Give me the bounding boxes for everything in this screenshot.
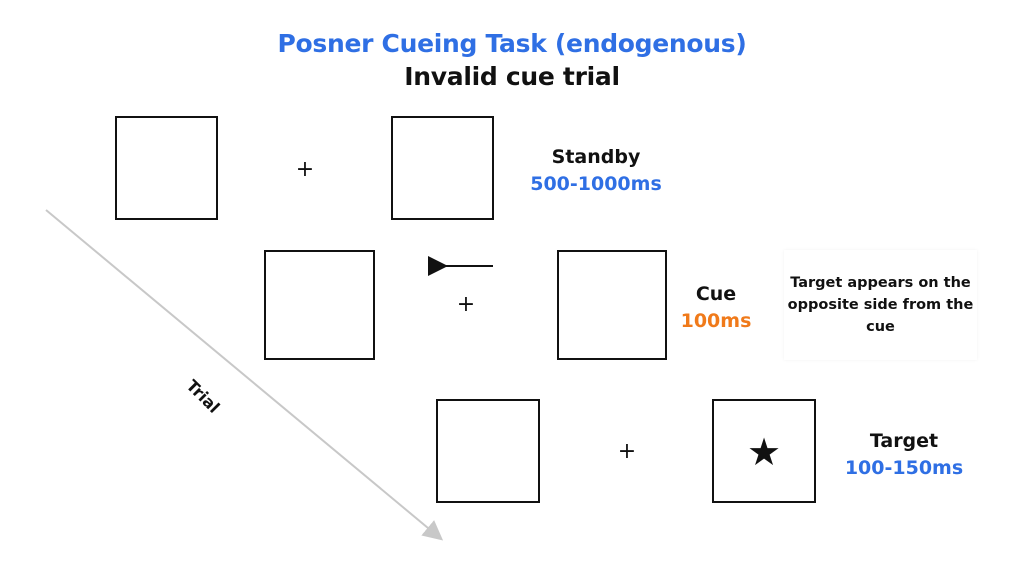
- invalid-cue-note: Target appears on the opposite side from…: [784, 250, 977, 360]
- stage-name: Cue: [695, 283, 737, 305]
- stage-duration: 100-150ms: [844, 457, 964, 479]
- plus-icon: +: [456, 292, 476, 317]
- standby-left-box: [115, 116, 218, 220]
- cue-stage-label: Cue 100ms: [666, 283, 766, 332]
- trial-axis-line: [45, 209, 444, 541]
- stage-name: Target: [869, 430, 939, 452]
- target-right-box: ★: [712, 399, 816, 503]
- diagram-subtitle: Invalid cue trial: [404, 62, 620, 91]
- plus-icon: +: [295, 157, 315, 182]
- stage-name: Standby: [551, 146, 641, 168]
- target-stage-label: Target 100-150ms: [824, 430, 984, 479]
- stage-duration: 100ms: [680, 310, 752, 332]
- standby-right-box: [391, 116, 494, 220]
- standby-stage-label: Standby 500-1000ms: [516, 146, 676, 195]
- stage-duration: 500-1000ms: [530, 173, 662, 195]
- cue-right-box: [557, 250, 667, 360]
- cue-left-box: [264, 250, 375, 360]
- plus-icon: +: [617, 439, 637, 464]
- target-left-box: [436, 399, 540, 503]
- star-icon: ★: [746, 430, 782, 474]
- diagram-title: Posner Cueing Task (endogenous): [277, 29, 747, 58]
